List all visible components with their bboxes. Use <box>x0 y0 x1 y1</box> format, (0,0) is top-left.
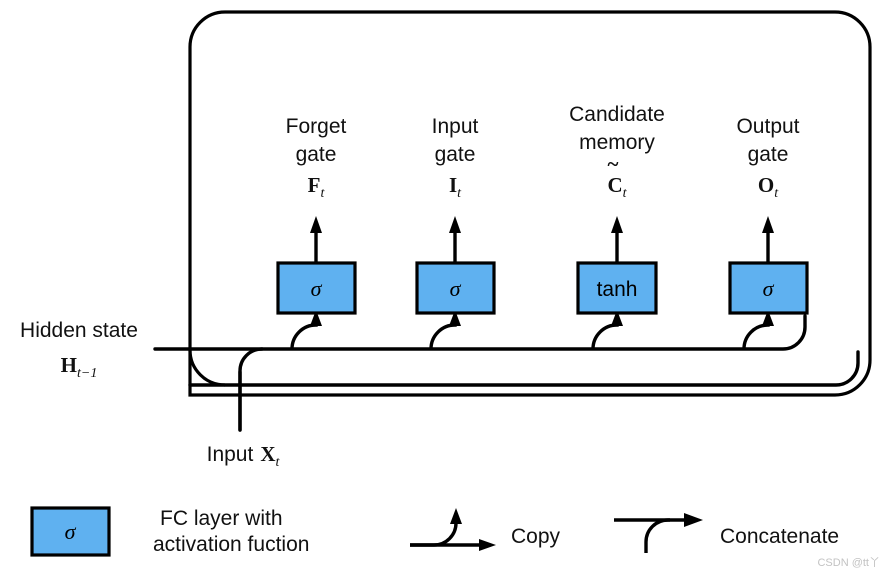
forget-gate-symbol-base: F <box>308 173 321 197</box>
candidate-memory-symbol-sub: t <box>623 186 628 201</box>
forget-gate-box[interactable] <box>276 261 357 315</box>
legend-copy-branch-line <box>410 521 458 547</box>
output-gate-label-line1: Output <box>736 115 799 138</box>
hidden-state-symbol: Ht−1 <box>61 353 98 381</box>
legend-copy-branch-arrowhead <box>450 508 462 524</box>
hidden-state-bus-upper <box>153 314 807 351</box>
csdn-watermark: CSDN @tt丫 <box>817 557 880 569</box>
legend-concatenate-branch-line <box>644 518 670 553</box>
hidden-state-symbol-base: H <box>61 353 77 377</box>
input-gate-box[interactable] <box>415 261 496 315</box>
concat-junction-curve <box>238 347 264 432</box>
legend-fc-layer-glyph: σ <box>65 519 77 544</box>
lstm-cell-left-curve <box>188 349 226 387</box>
candidate-memory-group: tanh Candidate memory ~ Ct <box>569 103 665 350</box>
candidate-memory-input-arrow-line <box>591 322 619 350</box>
legend-copy-text: Copy <box>511 525 561 548</box>
forget-gate-input-arrow-line <box>290 322 318 350</box>
candidate-memory-label-line1: Candidate <box>569 103 665 126</box>
forget-gate-symbol-sub: t <box>320 186 325 201</box>
legend-fc-layer-text-line1: FC layer with <box>160 507 283 530</box>
forget-gate-symbol: Ft <box>308 173 326 201</box>
input-gate-output-arrowhead <box>449 216 461 233</box>
legend-concatenate-arrowhead <box>684 513 703 527</box>
output-gate-input-arrowhead <box>762 310 774 326</box>
legend-fc-layer-text-line2: activation fuction <box>153 533 309 556</box>
output-gate-output-arrowhead <box>762 216 774 233</box>
input-bus-lower <box>188 350 860 387</box>
output-gate-symbol: Ot <box>758 173 779 201</box>
candidate-memory-symbol-tilde: ~ <box>608 152 619 176</box>
input-x-symbol-base: X <box>260 442 275 466</box>
candidate-memory-symbol: Ct <box>607 173 627 201</box>
candidate-memory-label-line2: memory <box>579 131 655 154</box>
output-gate-group: σ Output gate Ot <box>728 115 809 350</box>
output-gate-activation-label: σ <box>763 276 775 301</box>
input-gate-activation-label: σ <box>450 276 462 301</box>
output-gate-symbol-base: O <box>758 173 774 197</box>
legend-fc-layer-box <box>30 506 111 557</box>
candidate-memory-input-arrowhead <box>611 310 623 326</box>
legend-fc-layer: σ FC layer with activation fuction <box>30 506 309 557</box>
input-gate-symbol-base: I <box>449 173 457 197</box>
input-gate-input-arrow-line <box>429 322 457 350</box>
input-gate-symbol: It <box>449 173 462 201</box>
forget-gate-output-arrowhead <box>310 216 322 233</box>
legend-concatenate: Concatenate <box>614 513 839 553</box>
candidate-memory-output-arrowhead <box>611 216 623 233</box>
input-gate-group: σ Input gate It <box>415 115 496 350</box>
output-gate-symbol-sub: t <box>774 186 779 201</box>
hidden-state-symbol-sub: t−1 <box>77 366 97 381</box>
input-gate-label-line1: Input <box>432 115 479 138</box>
input-gate-label-line2: gate <box>435 143 476 166</box>
forget-gate-label-line1: Forget <box>286 115 347 138</box>
forget-gate-input-arrowhead <box>310 310 322 326</box>
hidden-state-label: Hidden state <box>20 319 138 342</box>
output-gate-label-line2: gate <box>748 143 789 166</box>
legend-concatenate-text: Concatenate <box>720 525 839 548</box>
candidate-memory-symbol-base: C <box>607 173 622 197</box>
candidate-memory-activation-label: tanh <box>597 278 638 301</box>
input-gate-symbol-sub: t <box>457 186 462 201</box>
lstm-cell-boundary <box>188 10 872 397</box>
legend-copy-main-arrowhead <box>479 539 496 551</box>
input-gate-input-arrowhead <box>449 310 461 326</box>
output-gate-box[interactable] <box>728 261 809 315</box>
legend-copy: Copy <box>410 508 561 551</box>
candidate-memory-box[interactable] <box>576 261 658 315</box>
input-x-symbol-sub: t <box>276 455 281 470</box>
input-x-label-word: Input <box>207 443 254 466</box>
input-x-label: Input Xt <box>207 442 281 470</box>
forget-gate-group: σ Forget gate Ft <box>276 115 357 350</box>
forget-gate-activation-label: σ <box>311 276 323 301</box>
output-gate-input-arrow-line <box>742 322 770 350</box>
forget-gate-label-line2: gate <box>296 143 337 166</box>
